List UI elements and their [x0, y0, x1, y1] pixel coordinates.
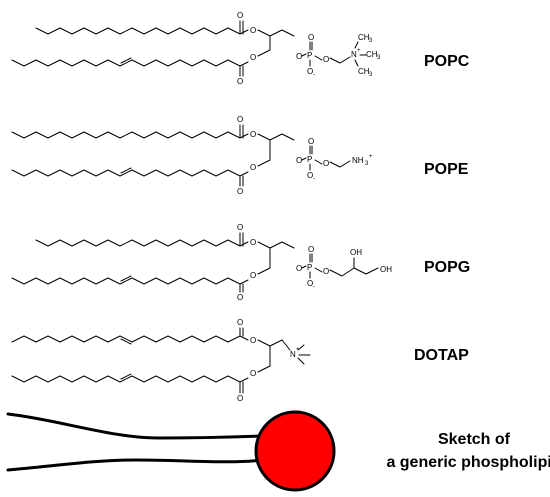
dotap-lower-ester-o: O	[250, 369, 256, 378]
sketch-tail-lower	[6, 458, 264, 472]
popg-phosphorus: P	[307, 263, 312, 272]
popc-methyl3: CH	[358, 67, 370, 76]
dotap-ch2-n	[281, 339, 291, 351]
popg-phosphate-o-minus: O	[307, 279, 313, 288]
popg-phosphate-o1: O	[296, 264, 302, 273]
popc-phosphate-o1: O	[296, 52, 302, 61]
popc-upper-ester-o: O	[250, 26, 256, 35]
popg-phosphate-o3: O	[323, 267, 329, 276]
popc-bond-o-p	[301, 53, 307, 57]
sketch-caption-line1: Sketch of	[438, 431, 511, 448]
popc-label: POPC	[424, 53, 470, 70]
popc-phosphate-o-minus: O	[307, 67, 313, 76]
popg-upper-ester-o: O	[250, 238, 256, 247]
popc-methyl1: CH	[358, 33, 370, 42]
popg-label: POPG	[424, 259, 470, 276]
popg-lower-ester-o: O	[250, 271, 256, 280]
popc-lower-double-bond	[120, 57, 132, 64]
popg-lower-carbonyl-o: O	[237, 293, 243, 302]
dotap-upper-double-bond	[120, 338, 132, 345]
popc-p-o3	[314, 55, 323, 61]
pope-ethanolamine-linker	[329, 160, 351, 168]
popc-glycerol-upper	[257, 29, 295, 37]
popg-minus-charge: -	[313, 284, 315, 290]
dotap-upper-carbonyl-o: O	[237, 318, 243, 327]
sketch-head-circle	[254, 410, 336, 492]
popg-lower-chain	[11, 277, 249, 285]
popc-phosphate-o3: O	[323, 55, 329, 64]
dotap-lower-carbonyl-o: O	[237, 394, 243, 403]
popc-phosphorus: P	[307, 51, 312, 60]
dotap-n-methyl3	[297, 357, 305, 365]
popg-bond-o-p	[301, 265, 307, 269]
dotap-nitrogen: N	[290, 350, 296, 359]
popc-phosphate-o2: O	[308, 33, 314, 42]
generic-phospholipid-sketch	[6, 410, 336, 492]
pope-lower-ester-o: O	[250, 163, 256, 172]
popg-glycerol-upper	[257, 241, 295, 249]
dotap-structure: O O N + O O	[11, 318, 311, 403]
popg-upper-chain	[35, 239, 249, 247]
popc-choline-linker	[329, 56, 351, 64]
popc-n-plus: +	[357, 48, 361, 54]
popg-lower-double-bond	[120, 275, 132, 282]
popc-glycerol-lower	[257, 35, 271, 57]
popg-phosphate-o2: O	[308, 245, 314, 254]
popc-lower-chain	[11, 59, 249, 67]
popc-upper-carbonyl-o: O	[237, 11, 243, 20]
popc-lower-carbonyl-o: O	[237, 77, 243, 86]
popc-structure: O O O O O P O O - O N + CH 3 CH 3 CH	[11, 11, 381, 86]
pope-phosphate-o1: O	[296, 156, 302, 165]
pope-amine-sub: 3	[365, 161, 369, 167]
popg-hydroxyl-1: OH	[350, 248, 362, 257]
sketch-tail-upper	[6, 412, 264, 440]
popc-methyl3-sub: 3	[369, 72, 373, 78]
popc-n-methyl3	[354, 59, 359, 67]
dotap-upper-chain	[11, 335, 249, 343]
popg-glycerol-lower	[257, 247, 271, 275]
popg-p-o3	[314, 267, 323, 273]
pope-phosphate-o-minus: O	[307, 171, 313, 180]
dotap-lower-double-bond	[120, 373, 132, 380]
popc-nitrogen: N	[351, 50, 357, 59]
pope-upper-chain	[11, 131, 249, 139]
popc-lower-ester-o: O	[250, 53, 256, 62]
sketch-caption-line2: a generic phospholipid	[386, 454, 550, 471]
pope-upper-ester-o: O	[250, 130, 256, 139]
popc-methyl1-sub: 3	[369, 38, 373, 44]
pope-lower-chain	[11, 169, 249, 177]
popg-structure: O O O O O P O O - O OH OH	[11, 223, 392, 302]
pope-amine-plus: +	[369, 154, 373, 160]
popg-upper-carbonyl-o: O	[237, 223, 243, 232]
popg-glycerol-headgroup	[329, 267, 379, 277]
popc-methyl2: CH	[366, 50, 378, 59]
dotap-backbone-upper	[257, 339, 283, 347]
popg-hydroxyl-2: OH	[380, 265, 392, 274]
pope-p-o3	[314, 159, 323, 165]
pope-lower-double-bond	[120, 167, 132, 174]
pope-amine: NH	[352, 156, 364, 165]
pope-phosphorus: P	[307, 155, 312, 164]
dotap-label: DOTAP	[414, 347, 469, 364]
popc-upper-chain	[35, 27, 249, 35]
dotap-backbone-lower	[257, 345, 271, 373]
popc-minus-charge: -	[313, 72, 315, 78]
pope-glycerol-upper	[257, 133, 295, 141]
pope-lower-carbonyl-o: O	[237, 187, 243, 196]
pope-phosphate-o3: O	[323, 159, 329, 168]
pope-bond-o-p	[301, 157, 307, 161]
popc-n-methyl1	[354, 41, 359, 49]
dotap-n-methyl1	[297, 344, 305, 351]
pope-minus-charge: -	[313, 176, 315, 182]
pope-label: POPE	[424, 161, 469, 178]
popc-methyl2-sub: 3	[377, 55, 381, 61]
pope-structure: O O O O O P O O - O NH 3 +	[11, 115, 373, 196]
pope-glycerol-lower	[257, 139, 271, 167]
pope-phosphate-o2: O	[308, 137, 314, 146]
dotap-upper-ester-o: O	[250, 336, 256, 345]
pope-upper-carbonyl-o: O	[237, 115, 243, 124]
dotap-lower-chain	[11, 375, 249, 383]
